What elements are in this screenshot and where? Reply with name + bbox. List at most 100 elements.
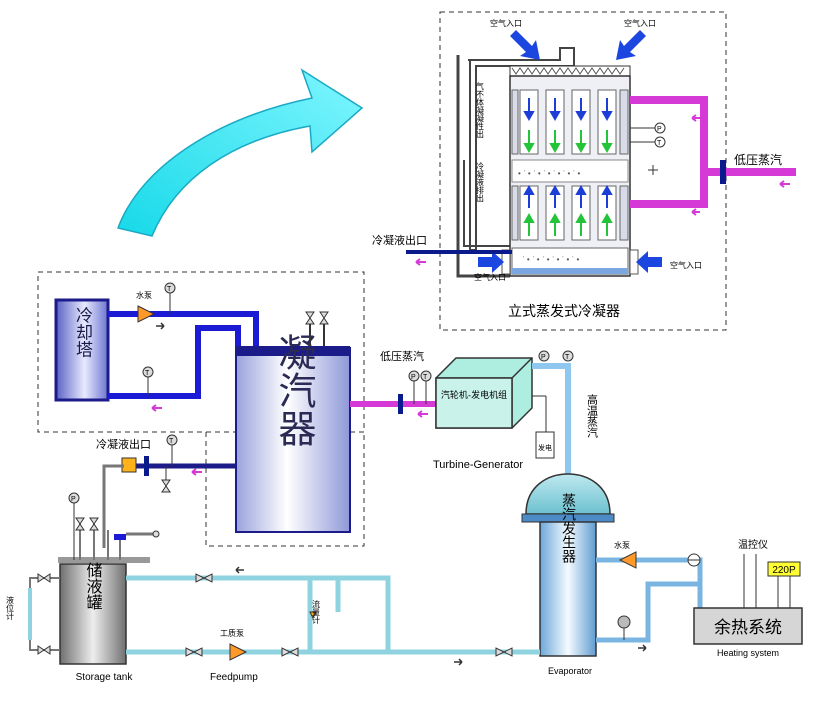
gauge-t-label-4: T	[423, 374, 428, 381]
bypass-pipe-right	[338, 575, 391, 652]
top-grille-pattern	[511, 67, 625, 75]
steam-flow-arrow-2	[691, 208, 700, 216]
air-inlet-label-bottom-right: 空气入口	[670, 260, 702, 270]
upper-coil-columns	[511, 89, 629, 155]
air-inlet-label-bottom-left: 空气入口	[474, 272, 506, 282]
exhaust-flow-arrow	[417, 410, 428, 418]
air-inlet-arrow-bottom-left-icon	[478, 251, 504, 273]
turbine-label-cn: 汽轮机-发电机组	[441, 389, 507, 401]
internal-flow-arrows	[523, 98, 613, 236]
air-inlet-label-top-left: 空气入口	[490, 18, 522, 28]
cooling-water-return-pipe	[108, 325, 241, 399]
power-badge	[767, 561, 801, 577]
evaporator-label-cn: 蒸汽发生器	[560, 493, 576, 563]
flow-direction-arrow-icon	[117, 68, 364, 237]
evaporator-label-en: Evaporator	[548, 666, 592, 676]
heating-pump-label: 水泵	[614, 540, 630, 550]
feed-valve-3-icon	[495, 647, 513, 657]
tank-top-valves	[75, 517, 160, 560]
heating-system-box	[693, 607, 803, 645]
turbine-label-en: Turbine-Generator	[433, 459, 523, 471]
gauge-t-label-3: T	[145, 370, 150, 377]
flow-meter-icon	[309, 611, 317, 620]
condensate-flow-arrow	[415, 258, 426, 266]
evaporator-dome	[525, 473, 611, 515]
heating-system-label-en: Heating system	[717, 648, 779, 658]
air-inlet-arrow-top-right-icon	[616, 30, 646, 60]
evaporator-body	[539, 521, 597, 657]
air-inlet-arrow-top-left-icon	[510, 30, 540, 60]
level-gauge-label: 液位计	[6, 595, 15, 621]
drain-valve-icon	[161, 479, 171, 493]
exhaust-flange	[398, 394, 403, 414]
condenser-vessel	[235, 347, 351, 533]
power-label: 220P	[772, 565, 796, 576]
generator-box	[535, 431, 555, 459]
sump-water	[512, 268, 628, 274]
noncondensable-gas-label: 气不体凝凝性出	[476, 81, 485, 139]
gauge-t-label-1: T	[657, 140, 662, 147]
water-droplets-upper: • ˈ • ˈ • ˈ • ˈ • ˈ • ˈ •	[518, 169, 580, 178]
high-temp-steam-label: 高温蒸汽	[586, 393, 599, 438]
evap-condenser-title: 立式蒸发式冷凝器	[508, 304, 620, 320]
condensate-to-tank-pipe	[102, 464, 124, 548]
air-inlet-arrow-bottom-right-icon	[636, 251, 662, 273]
gauge-t-label-5: T	[169, 438, 174, 445]
thermometer-icon-5	[562, 350, 574, 362]
feed-pump-icon	[229, 643, 248, 661]
recirc-valve-icon	[195, 573, 213, 583]
condenser-top-band	[236, 346, 350, 356]
feed-pump-label-cn: 工质泵	[220, 628, 244, 638]
pump-flow-arrow	[156, 322, 165, 330]
temp-controller-label: 温控仪	[738, 538, 768, 551]
steam-flow-arrow-3	[779, 180, 790, 188]
feed-valve-2-icon	[281, 647, 299, 657]
svg-text:ˈ • ˈ • ˈ • ˈ • ˈ • ˈ •: ˈ • ˈ • ˈ • ˈ • ˈ • ˈ •	[522, 255, 579, 264]
cooling-loop-frame	[37, 271, 365, 433]
flow-meter-label: 流量计	[312, 599, 321, 625]
low-pressure-steam-label: 低压蒸汽	[380, 349, 424, 363]
pressure-gauge-icon-3	[538, 350, 550, 362]
feed-valve-1-icon	[185, 647, 203, 657]
condenser-frame	[205, 432, 365, 547]
cooling-tower	[54, 298, 110, 402]
condenser-label: 凝汽器	[272, 333, 316, 447]
cooling-pump-icon	[137, 305, 156, 323]
vent-valve-2-icon	[319, 311, 329, 325]
condensate-drain-label: 冷凝液排出	[476, 161, 485, 203]
return-flow-arrow	[151, 404, 162, 412]
heating-pump-icon	[618, 551, 637, 569]
gauge-p-label-4: P	[71, 496, 76, 503]
gauge-p-label-2: P	[411, 374, 416, 381]
evap-condensate-outlet-label: 冷凝液出口	[372, 233, 427, 247]
steam-flange	[720, 160, 726, 184]
storage-tank-label-en: Storage tank	[76, 672, 134, 683]
heating-valve-icon	[617, 615, 631, 629]
spray-band	[511, 159, 629, 183]
storage-tank	[59, 563, 127, 665]
gauge-t-label-6: T	[565, 354, 570, 361]
feed-flow-arrow	[454, 658, 463, 666]
recirculation-pipe	[126, 575, 341, 612]
storage-tank-label-cn: 储液罐	[84, 562, 103, 610]
gauge-t-label-2: T	[167, 286, 172, 293]
condensate-flange	[144, 456, 149, 476]
generator-box-label: 发电	[538, 443, 552, 452]
cooling-water-supply-pipe	[108, 311, 259, 352]
condensate-trap-icon	[121, 457, 137, 473]
air-inlet-label-top-right: 空气入口	[624, 18, 656, 28]
level-gauge-lines	[29, 577, 60, 651]
condensate-outlet-label: 冷凝液出口	[96, 437, 151, 451]
gauge-p-label-3: P	[541, 354, 546, 361]
heating-flow-arrow	[638, 644, 647, 652]
feed-pump-label-en: Feedpump	[210, 672, 258, 683]
svg-text:• ˈ • ˈ • ˈ • ˈ • ˈ • ˈ •: • ˈ • ˈ • ˈ • ˈ • ˈ • ˈ •	[518, 169, 580, 178]
steam-flow-arrow-1	[691, 114, 700, 122]
water-droplets-lower: ˈ • ˈ • ˈ • ˈ • ˈ • ˈ •	[522, 255, 579, 264]
low-pressure-steam-label-right: 低压蒸汽	[734, 152, 782, 167]
level-switch-icon	[648, 165, 658, 175]
high-temp-steam-pipe	[532, 363, 571, 486]
evap-condenser-inner-pipe	[463, 160, 512, 247]
evap-condenser-return-pipe	[456, 55, 510, 278]
